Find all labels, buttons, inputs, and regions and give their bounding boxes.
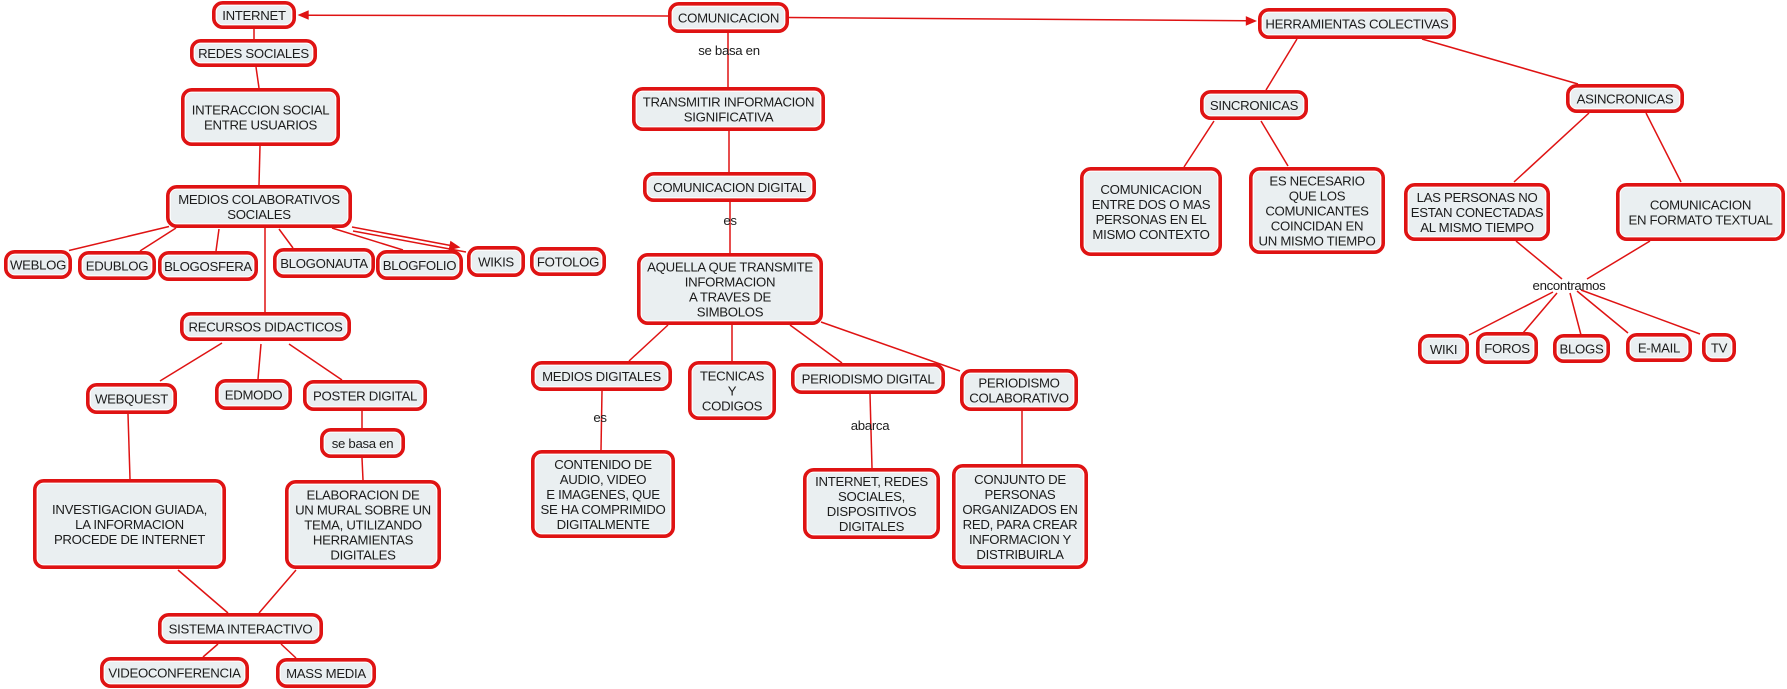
svg-text:EDUBLOG: EDUBLOG (86, 258, 148, 273)
svg-text:COMUNICACION: COMUNICACION (678, 10, 779, 25)
svg-text:TV: TV (1711, 340, 1728, 355)
svg-text:REDES SOCIALES: REDES SOCIALES (198, 46, 309, 61)
svg-text:se basa en: se basa en (698, 43, 760, 58)
svg-text:POSTER DIGITAL: POSTER DIGITAL (313, 388, 417, 403)
svg-text:WEBLOG: WEBLOG (10, 257, 66, 272)
svg-text:FOROS: FOROS (1484, 341, 1530, 356)
svg-text:MASS MEDIA: MASS MEDIA (286, 666, 366, 681)
svg-text:WEBQUEST: WEBQUEST (95, 391, 168, 406)
svg-text:SINCRONICAS: SINCRONICAS (1210, 98, 1299, 113)
svg-text:BLOGS: BLOGS (1560, 341, 1604, 356)
svg-text:WIKI: WIKI (1430, 342, 1457, 357)
svg-text:BLOGONAUTA: BLOGONAUTA (280, 256, 368, 271)
svg-text:FOTOLOG: FOTOLOG (537, 254, 599, 269)
svg-text:COMUNICACION DIGITAL: COMUNICACION DIGITAL (653, 180, 806, 195)
svg-text:WIKIS: WIKIS (478, 254, 514, 269)
svg-text:es: es (723, 213, 737, 228)
svg-text:BLOGOSFERA: BLOGOSFERA (164, 259, 252, 274)
svg-text:INVESTIGACION GUIADA,LA INFORM: INVESTIGACION GUIADA,LA INFORMACIONPROCE… (52, 502, 207, 547)
svg-text:encontramos: encontramos (1533, 278, 1607, 293)
svg-text:INTERNET: INTERNET (222, 8, 286, 23)
svg-text:HERRAMIENTAS COLECTIVAS: HERRAMIENTAS COLECTIVAS (1265, 16, 1449, 31)
svg-text:VIDEOCONFERENCIA: VIDEOCONFERENCIA (108, 665, 241, 680)
svg-text:BLOGFOLIO: BLOGFOLIO (383, 258, 457, 273)
svg-text:E-MAIL: E-MAIL (1638, 340, 1680, 355)
svg-text:es: es (593, 410, 607, 425)
svg-text:SISTEMA INTERACTIVO: SISTEMA INTERACTIVO (169, 621, 313, 636)
svg-text:RECURSOS DIDACTICOS: RECURSOS DIDACTICOS (188, 319, 343, 334)
svg-text:EDMODO: EDMODO (225, 387, 283, 402)
svg-text:PERIODISMO DIGITAL: PERIODISMO DIGITAL (802, 371, 935, 386)
svg-text:MEDIOS DIGITALES: MEDIOS DIGITALES (542, 369, 661, 384)
svg-text:abarca: abarca (851, 418, 890, 433)
svg-text:ASINCRONICAS: ASINCRONICAS (1577, 91, 1674, 106)
svg-text:se basa en: se basa en (332, 436, 394, 451)
